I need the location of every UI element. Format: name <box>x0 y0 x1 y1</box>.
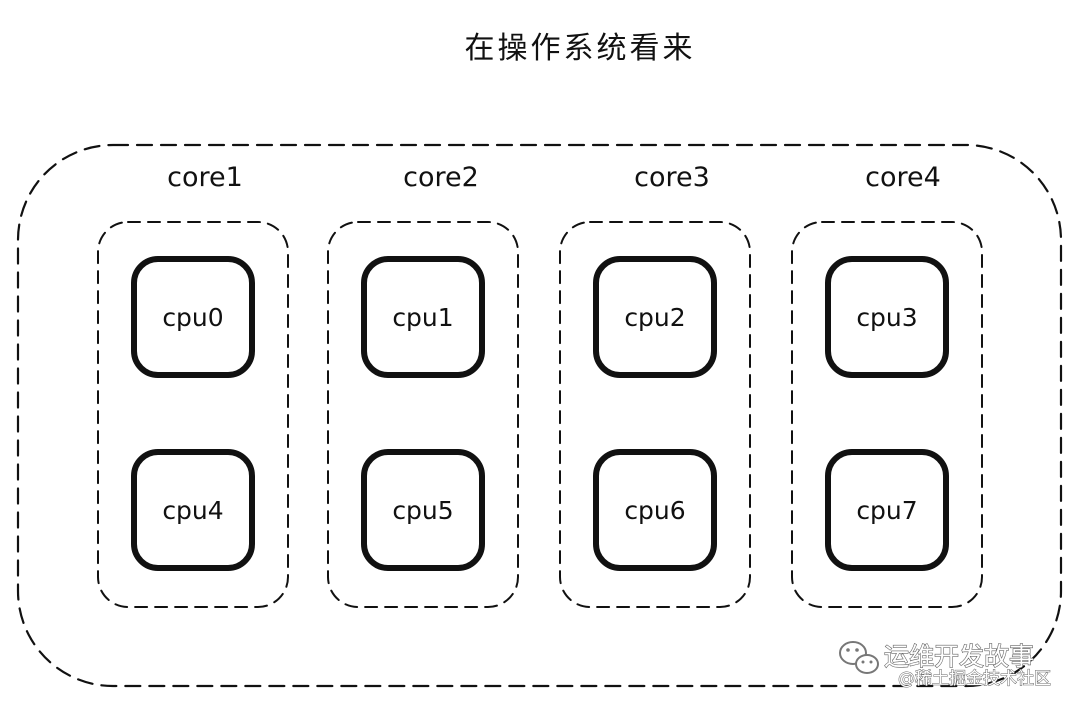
watermark-main-text: 运维开发故事 <box>884 642 1034 671</box>
cpu-label: cpu3 <box>856 303 917 332</box>
watermark: 运维开发故事 @稀土掘金技术社区 <box>839 641 1052 690</box>
cpu-label: cpu0 <box>162 303 223 332</box>
cpu-box <box>593 256 717 378</box>
wechat-icon <box>839 641 879 674</box>
core-box <box>97 221 289 608</box>
cpu-box <box>361 256 485 378</box>
core-label: core1 <box>167 162 243 193</box>
cpu-box <box>131 256 255 378</box>
core-group: core1 cpu0 cpu4 <box>97 162 289 608</box>
core-label: core2 <box>403 162 479 193</box>
core-box <box>327 221 519 608</box>
cpu-box <box>361 449 485 571</box>
core-box <box>791 221 983 608</box>
cpu-box <box>825 256 949 378</box>
cpu-label: cpu2 <box>624 303 685 332</box>
cpu-box <box>825 449 949 571</box>
watermark-sub-text: @稀土掘金技术社区 <box>898 669 1051 689</box>
cpu-label: cpu1 <box>392 303 453 332</box>
os-boundary <box>16 143 1063 688</box>
cpu-box <box>131 449 255 571</box>
cpu-box <box>593 449 717 571</box>
core-group: core3 cpu2 cpu6 <box>559 162 751 608</box>
cpu-label: cpu6 <box>624 496 685 525</box>
core-box <box>559 221 751 608</box>
core-group: core4 cpu3 cpu7 <box>791 162 983 608</box>
core-label: core4 <box>865 162 941 193</box>
diagram-title: 在操作系统看来 <box>465 31 696 66</box>
core-group: core2 cpu1 cpu5 <box>327 162 519 608</box>
cpu-label: cpu4 <box>162 496 223 525</box>
core-label: core3 <box>634 162 710 193</box>
cpu-label: cpu5 <box>392 496 453 525</box>
cpu-label: cpu7 <box>856 496 917 525</box>
